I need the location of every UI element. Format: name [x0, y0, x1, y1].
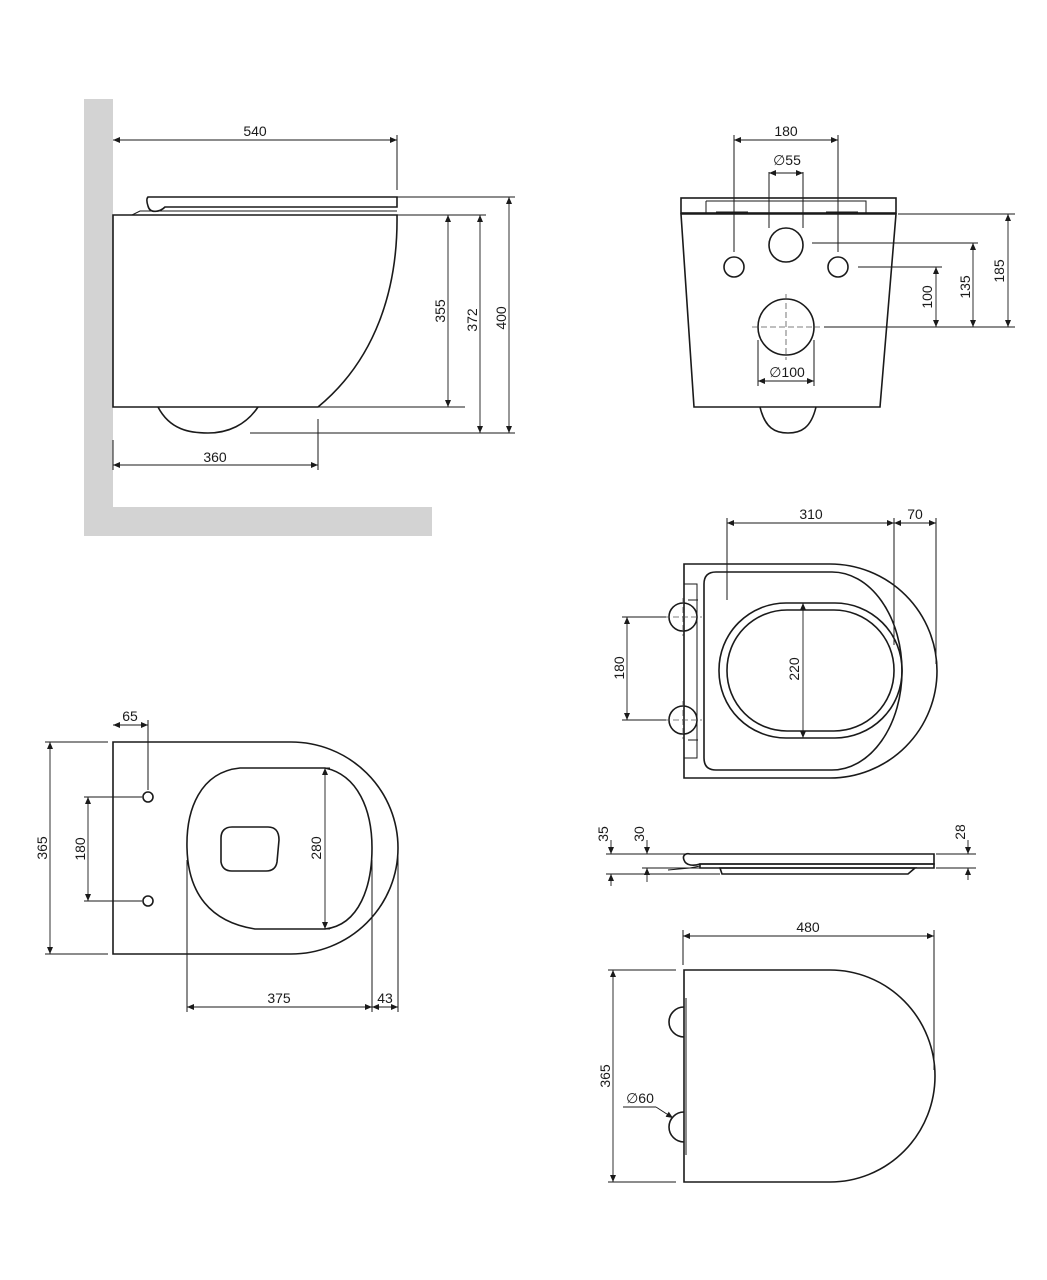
- lid-hinge-bottom: [668, 1111, 685, 1143]
- dim-365-lid: 365: [597, 1064, 613, 1088]
- dim-70: 70: [907, 506, 923, 522]
- dim-65: 65: [122, 708, 138, 724]
- dim-480: 480: [796, 919, 820, 935]
- wall-and-floor: [84, 99, 432, 536]
- seat-hole-top: [142, 791, 154, 803]
- dim-310: 310: [799, 506, 823, 522]
- seat-opening-inner: [726, 609, 895, 732]
- dim-100-back: 100: [919, 285, 935, 309]
- lid-view: 480 365 ∅60: [597, 919, 936, 1183]
- dim-400: 400: [493, 306, 509, 330]
- dim-135: 135: [957, 275, 973, 299]
- drain-outlet: [157, 406, 259, 434]
- flush-outlet: [220, 826, 280, 872]
- dim-280: 280: [308, 836, 324, 860]
- fixing-hole-left: [723, 256, 745, 278]
- bowl-body: [112, 214, 398, 408]
- dim-43: 43: [377, 990, 393, 1006]
- bowl-outline-top: [112, 741, 399, 955]
- dim-355: 355: [432, 299, 448, 323]
- dim-30: 30: [631, 826, 647, 842]
- dim-diameter-60: ∅60: [626, 1090, 654, 1106]
- seat-hole-bottom: [142, 895, 154, 907]
- seat-profile: 35 30 28: [595, 824, 976, 886]
- drain-outlet-back: [759, 406, 817, 434]
- dim-180-back: 180: [774, 123, 798, 139]
- seat-opening-outer: [718, 602, 903, 739]
- bowl-opening: [186, 767, 373, 930]
- dim-220: 220: [786, 657, 802, 681]
- seat-outer: [683, 563, 938, 779]
- dim-180-seat: 180: [611, 656, 627, 680]
- seat-side: [146, 196, 398, 213]
- lid-outline: [683, 969, 936, 1183]
- dim-diameter-100: ∅100: [769, 364, 805, 380]
- seat-ring: [703, 571, 903, 771]
- dim-diameter-55: ∅55: [773, 152, 801, 168]
- dim-180-top: 180: [72, 837, 88, 861]
- top-view: 65 365 180 280 375 43: [34, 708, 399, 1012]
- hinge: [131, 210, 160, 216]
- dim-35: 35: [595, 826, 611, 842]
- seat-view: 310 70 180 220: [611, 506, 938, 779]
- water-inlet: [768, 227, 804, 263]
- seat-top: [680, 197, 897, 214]
- lid-hinge-top: [668, 1006, 685, 1038]
- side-view: 540 355 372 400 360: [84, 99, 515, 536]
- bowl-back: [680, 213, 897, 408]
- back-view: 180 ∅55 100 135 185 ∅100: [680, 123, 1015, 434]
- dim-375: 375: [267, 990, 291, 1006]
- dim-540: 540: [243, 123, 267, 139]
- dim-185: 185: [991, 259, 1007, 283]
- dim-360: 360: [203, 449, 227, 465]
- dim-365-top: 365: [34, 836, 50, 860]
- dim-372: 372: [464, 308, 480, 332]
- dim-28: 28: [952, 824, 968, 840]
- fixing-hole-right: [827, 256, 849, 278]
